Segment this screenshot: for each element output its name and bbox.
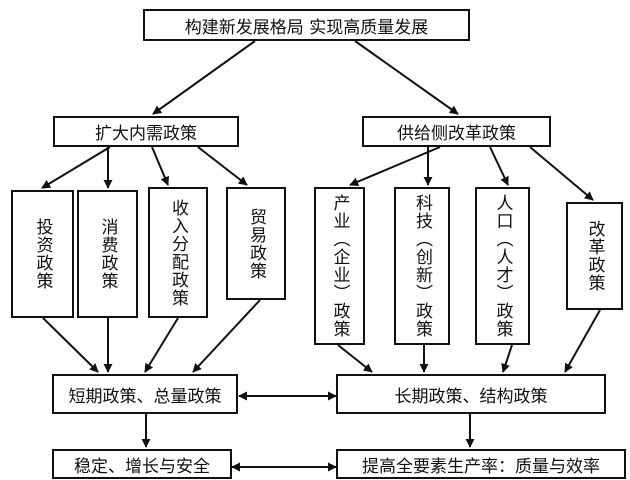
arrow-talent-to-long: [501, 344, 513, 373]
short-term-box: 短期政策、总量政策: [52, 374, 238, 414]
arrow-demand-to-trade: [197, 146, 248, 186]
demand-side-box: 扩大内需政策: [53, 116, 239, 147]
policy-box-consume: 消费政策: [77, 190, 138, 318]
arrow-title-to-supply: [354, 40, 459, 115]
policy-box-income: 收入分配政策: [148, 187, 208, 318]
arrow-demand-to-invest: [41, 146, 111, 189]
arrow-supply-to-reform: [529, 146, 594, 201]
policy-box-invest: 投资政策: [11, 190, 74, 318]
policy-box-industry: 产业（企业）政策: [314, 187, 365, 345]
policy-box-reform: 改革政策: [566, 202, 623, 310]
arrow-invest-to-short: [42, 317, 99, 373]
arrow-industry-to-long: [337, 344, 373, 373]
arrow-income-to-short: [144, 317, 179, 373]
policy-box-talent: 人口（人才）政策: [475, 187, 530, 345]
long-term-box: 长期政策、结构政策: [336, 374, 606, 414]
supply-side-box: 供给侧改革政策: [362, 116, 551, 147]
policy-box-trade: 贸易政策: [226, 187, 286, 300]
arrow-trade-to-short: [192, 299, 261, 373]
arrow-reform-to-long: [564, 309, 601, 373]
arrow-demand-to-income: [151, 146, 170, 186]
productivity-goal-box: 提高全要素生产率：质量与效率: [336, 449, 626, 479]
arrow-title-to-demand: [152, 40, 256, 115]
stability-goal-box: 稳定、增长与安全: [52, 449, 232, 479]
policy-box-tech: 科技（创新）政策: [394, 187, 450, 345]
arrow-supply-to-industry: [349, 146, 441, 186]
title-box: 构建新发展格局 实现高质量发展: [143, 9, 470, 41]
arrow-supply-to-talent: [489, 146, 509, 186]
